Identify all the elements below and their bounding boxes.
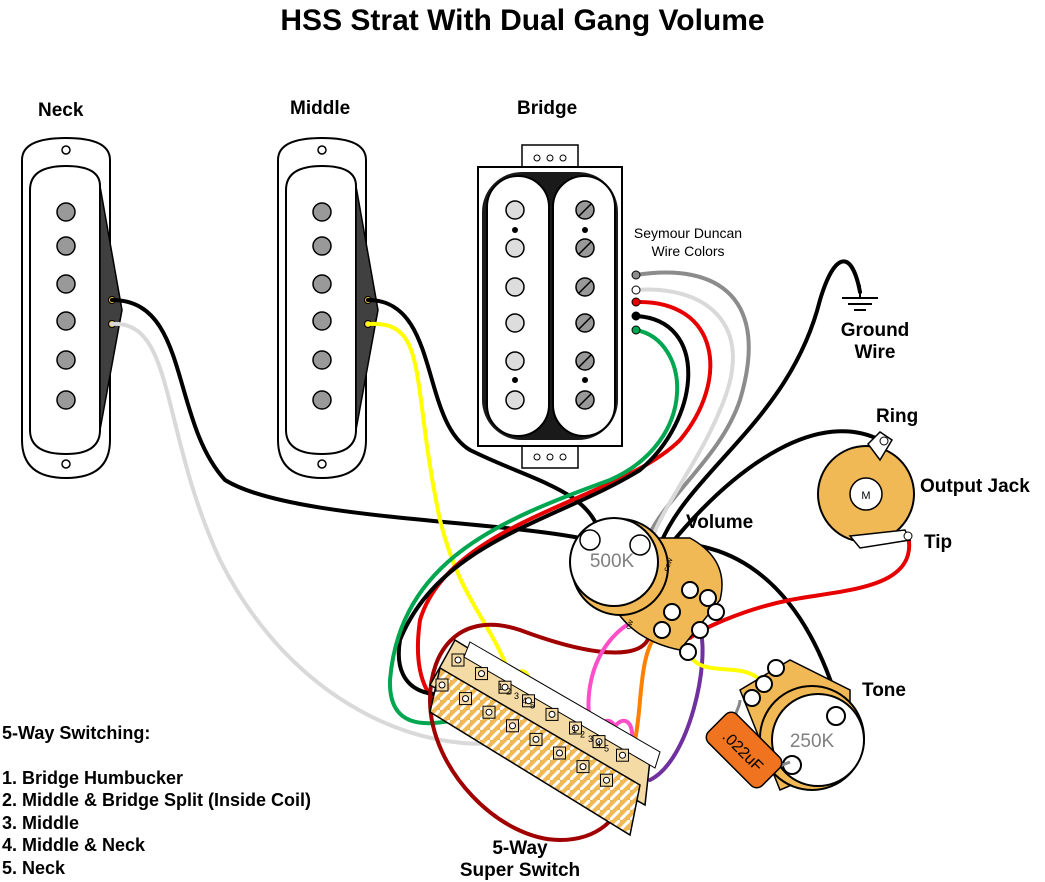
wires bbox=[110, 259, 912, 843]
switch-lug-hole bbox=[532, 735, 540, 743]
legend-item: 5. Neck bbox=[2, 857, 66, 878]
switch-lug-number: 3 bbox=[514, 691, 519, 701]
ground-symbol bbox=[842, 285, 878, 311]
switch-lug-number: 4 bbox=[596, 739, 601, 749]
volume-pot bbox=[569, 517, 725, 661]
volume-pot-value: 500K bbox=[590, 551, 635, 572]
middle-pickup-label: Middle bbox=[290, 98, 351, 119]
wire-colors-note-line2: Wire Colors bbox=[651, 243, 725, 259]
switch-lug-hole bbox=[462, 695, 469, 703]
switch-lug-number: 2 bbox=[506, 687, 511, 697]
tone-label: Tone bbox=[862, 680, 906, 701]
ground-wire-label: Ground Wire bbox=[830, 320, 920, 364]
switch-label: 5-Way Super Switch bbox=[440, 838, 600, 882]
switch-lug-number: 5 bbox=[530, 700, 535, 710]
neck-pickup bbox=[21, 136, 123, 480]
output-jack bbox=[817, 431, 915, 549]
volume-label: Volume bbox=[686, 512, 754, 533]
bridge-humbucker bbox=[477, 144, 623, 469]
switch-lug-hole bbox=[548, 710, 556, 718]
switch-lug-hole bbox=[454, 656, 462, 664]
switch-lug-hole bbox=[501, 683, 509, 691]
switch-lug-number: 5 bbox=[604, 743, 609, 753]
switch-lug-number: 4 bbox=[522, 696, 527, 706]
switch-lug-number: 1 bbox=[498, 682, 503, 692]
switching-legend: 5-Way Switching: 1. Bridge Humbucker 2. … bbox=[2, 722, 311, 879]
switch-lug-hole bbox=[556, 749, 563, 757]
switch-lug-hole bbox=[525, 697, 532, 705]
volume-cw-mark: cw bbox=[623, 618, 635, 630]
ground-wire-label-line2: Wire bbox=[854, 342, 896, 363]
volume-ccw-mark: ccw bbox=[661, 556, 674, 572]
legend-item: 3. Middle bbox=[2, 812, 80, 833]
ground-wire-label-line1: Ground bbox=[840, 320, 910, 341]
jack-tip-label: Tip bbox=[924, 532, 953, 553]
bridge-pickup-label: Bridge bbox=[517, 98, 578, 119]
legend-item: 4. Middle & Neck bbox=[2, 835, 146, 855]
jack-ring-label: Ring bbox=[876, 406, 919, 427]
switch-lug-number: 1 bbox=[572, 725, 577, 735]
middle-pickup bbox=[277, 136, 379, 480]
switch-lug-hole bbox=[603, 776, 610, 784]
diagram-title: HSS Strat With Dual Gang Volume bbox=[280, 4, 765, 37]
switch-label-line2: Super Switch bbox=[459, 860, 581, 881]
switch-lug-hole bbox=[579, 763, 587, 771]
switch-lug-hole bbox=[485, 708, 493, 716]
switch-lug-number: 3 bbox=[588, 734, 593, 744]
wire-colors-note-line1: Seymour Duncan bbox=[633, 225, 743, 241]
switch-lug-hole bbox=[438, 681, 446, 689]
output-jack-label: Output Jack bbox=[920, 476, 1030, 497]
switch-lug-hole bbox=[572, 724, 579, 732]
wire-colors-note: Seymour Duncan Wire Colors bbox=[628, 224, 748, 260]
switch-lug-hole bbox=[619, 751, 626, 759]
jack-center-mark: M bbox=[861, 490, 870, 502]
switch-lug-hole bbox=[478, 670, 485, 678]
bridge-wire-terminals bbox=[631, 270, 641, 335]
legend-item: 2. Middle & Bridge Split (Inside Coil) bbox=[2, 790, 312, 810]
legend-item: 1. Bridge Humbucker bbox=[2, 767, 184, 788]
switch-label-line1: 5-Way bbox=[492, 838, 548, 859]
five-way-super-switch bbox=[428, 638, 661, 837]
neck-pickup-label: Neck bbox=[38, 100, 84, 121]
tone-pot-value: 250K bbox=[790, 731, 835, 752]
capacitor bbox=[705, 699, 791, 789]
switch-lug-hole bbox=[509, 722, 516, 730]
switch-lug-hole bbox=[595, 738, 603, 746]
switch-lug-number: 2 bbox=[580, 730, 585, 740]
legend-heading: 5-Way Switching: bbox=[2, 723, 151, 743]
